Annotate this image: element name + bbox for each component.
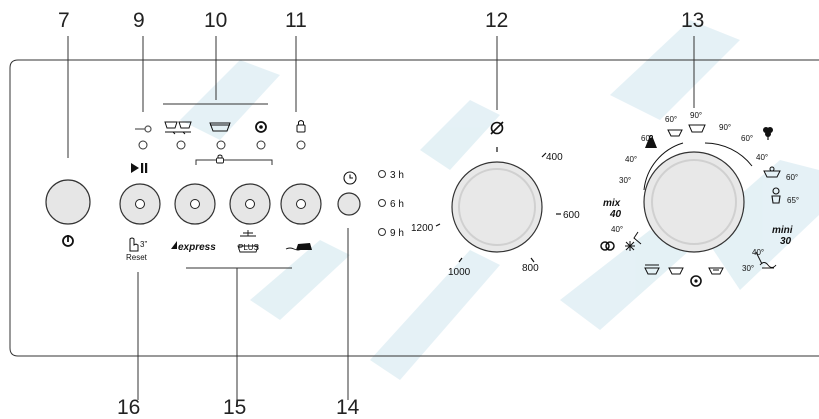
spin-icon <box>255 121 267 133</box>
prog-30a-label: 30° <box>619 176 631 185</box>
prog-30b-label: 30° <box>742 264 754 273</box>
prog-40b-label: 40° <box>756 153 768 162</box>
delay-9h-label: 9 h <box>390 228 404 239</box>
child-lock-icon <box>216 154 224 164</box>
led-wash <box>216 140 226 150</box>
delay-button[interactable] <box>337 192 361 216</box>
callout-10: 10 <box>204 9 227 32</box>
callout-15: 15 <box>223 396 246 419</box>
callout-9: 9 <box>133 9 145 32</box>
play-pause-icon <box>131 163 148 173</box>
wash-sequence-icon <box>164 121 192 135</box>
spin-800-label: 800 <box>522 263 539 274</box>
express-icon <box>171 241 177 249</box>
tub-90-icon <box>688 124 706 133</box>
prog-90b-label: 90° <box>719 123 731 132</box>
plus-icon <box>237 230 259 253</box>
delay-leds <box>378 170 386 236</box>
prog-60b-label: 60° <box>741 134 753 143</box>
callout-12: 12 <box>485 9 508 32</box>
spin-1000-label: 1000 <box>448 267 471 278</box>
callout-11: 11 <box>285 9 307 32</box>
delay-3h-label: 3 h <box>390 170 404 181</box>
power-icon <box>62 235 74 247</box>
spin-dial[interactable] <box>451 161 543 253</box>
led-key <box>138 140 148 150</box>
background-watermark <box>180 20 819 380</box>
callout-16: 16 <box>117 396 140 419</box>
prog-mini-label: mini <box>772 225 793 236</box>
no-spin-icon <box>490 121 504 135</box>
prog-60a-label: 60° <box>665 115 677 124</box>
callout-13: 13 <box>681 9 704 32</box>
program-arcs <box>633 142 763 265</box>
spin-ticks <box>435 147 561 263</box>
fast-wash-icon <box>600 241 615 251</box>
hand-wash-icon <box>759 262 777 269</box>
callout-14: 14 <box>336 396 360 419</box>
baby-icon <box>771 187 781 204</box>
cotton-icon <box>763 127 773 140</box>
clock-icon <box>343 171 357 185</box>
prog-40c-label: 40° <box>611 225 623 234</box>
spin-1200-label: 1200 <box>411 223 434 234</box>
drain-icon <box>708 267 724 275</box>
spin-400-label: 400 <box>546 152 563 163</box>
power-button[interactable] <box>45 179 91 225</box>
reset-label: Reset <box>126 253 148 262</box>
iron-icon <box>285 243 312 251</box>
prog-65-label: 65° <box>787 196 799 205</box>
wool-icon <box>625 241 635 251</box>
spin-program-icon <box>690 275 702 287</box>
prog-40d-label: 40° <box>752 248 764 257</box>
rinse-icon <box>668 267 684 275</box>
tub-icon <box>209 122 231 132</box>
program-dial[interactable] <box>643 151 745 253</box>
led-door-lock <box>296 140 306 150</box>
key-icon <box>135 125 152 133</box>
prog-40a-label: 40° <box>625 155 637 164</box>
express-label: express <box>178 242 216 253</box>
prog-mix40-label: 40 <box>609 209 622 220</box>
hand-press-icon <box>129 237 139 252</box>
callout-7: 7 <box>58 9 70 32</box>
leader-lines <box>67 36 695 400</box>
option-buttons <box>119 183 361 225</box>
prog-60d-label: 60° <box>786 173 798 182</box>
door-lock-icon <box>296 120 306 133</box>
led-prewash <box>176 140 186 150</box>
button-leds <box>135 199 306 209</box>
prog-90a-label: 90° <box>690 111 702 120</box>
indicator-leds <box>138 140 306 150</box>
baby-tub-icon <box>763 166 781 178</box>
reset-time-label: 3” <box>140 240 147 249</box>
panel-outline <box>9 59 819 357</box>
prog-60c-label: 60° <box>641 134 653 143</box>
delay-6h-label: 6 h <box>390 199 404 210</box>
drain2-icon <box>644 264 660 275</box>
spin-600-label: 600 <box>563 210 580 221</box>
prog-mix-label: mix <box>603 198 621 209</box>
prog-mini30-label: 30 <box>780 236 792 247</box>
tub-60-icon <box>667 129 683 137</box>
led-spin <box>256 140 266 150</box>
plus-label: PLUS <box>238 243 259 252</box>
bag-icon <box>645 135 657 148</box>
